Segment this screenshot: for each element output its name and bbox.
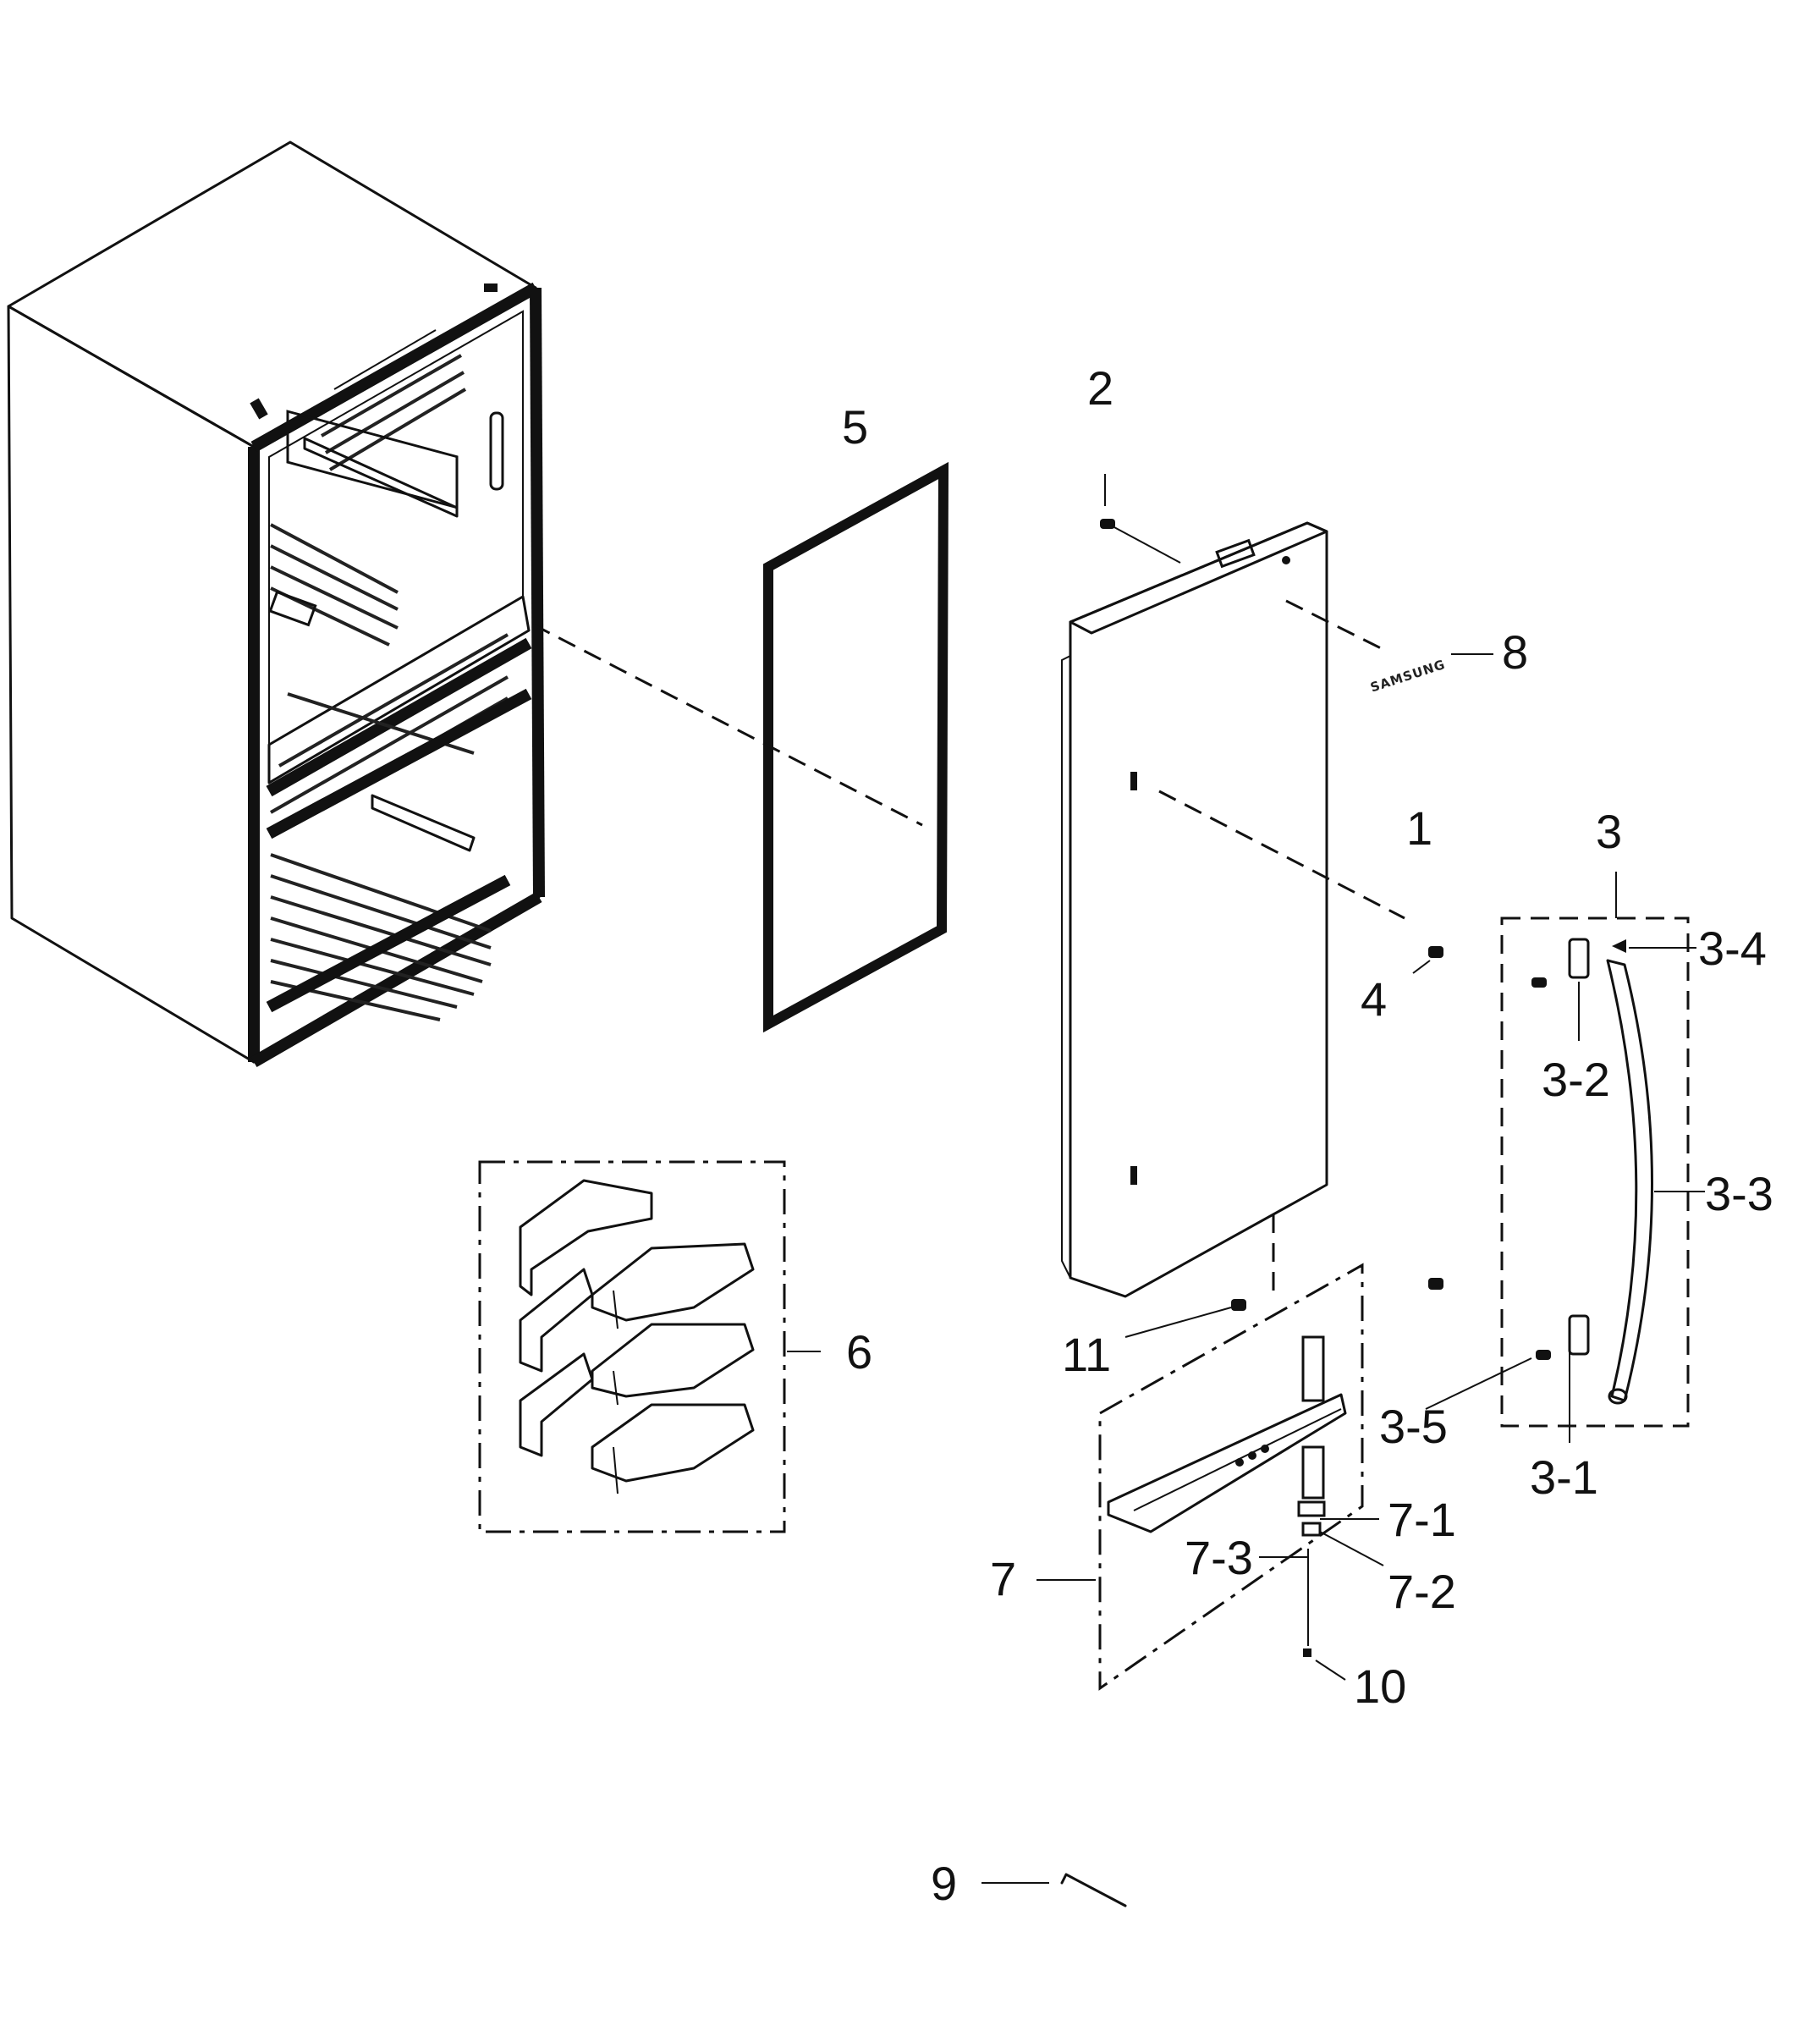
brand-text: SAMSUNG [1368,657,1447,696]
callout-3-4: 3-4 [1698,922,1767,975]
handle-assembly [1500,872,1705,1443]
callout-7-2: 7-2 [1388,1565,1456,1618]
assembly-line-handle-mount [1158,790,1405,920]
part-2-hinge-cap [1100,474,1181,564]
part-3-5-screws [1425,1278,1532,1410]
part-4-screw [1412,946,1443,974]
assembly-line-gasket [532,623,923,827]
part-11-cap [1124,1214,1275,1338]
callout-1: 1 [1406,801,1432,855]
callout-5: 5 [842,400,868,454]
callout-7-3: 7-3 [1185,1531,1253,1584]
callout-4: 4 [1361,972,1387,1026]
callout-7: 7 [990,1552,1016,1605]
brand-emblem: SAMSUNG [1285,599,1493,696]
callout-3-1: 3-1 [1530,1450,1598,1504]
callout-3-3: 3-3 [1705,1167,1773,1220]
callout-3: 3 [1596,805,1622,858]
callout-6: 6 [846,1325,872,1379]
callout-7-1: 7-1 [1388,1493,1456,1546]
callout-2: 2 [1087,361,1113,415]
callout-8: 8 [1502,625,1528,679]
callout-3-5: 3-5 [1379,1400,1448,1453]
door-gasket [763,461,949,1033]
callout-10: 10 [1354,1659,1406,1713]
callout-3-2: 3-2 [1542,1053,1610,1106]
callout-11: 11 [1062,1328,1111,1381]
refrigerator-cabinet [7,140,545,1068]
part-9-tool [981,1873,1127,1907]
callout-9: 9 [931,1857,957,1910]
door-panel [1061,521,1328,1298]
hinge-assembly [1036,1263,1384,1691]
door-bins-group [478,1160,821,1533]
callout-labels: 2 5 8 1 3 3-4 4 3-2 3-3 6 11 3-5 3-1 7-1… [842,361,1773,1910]
